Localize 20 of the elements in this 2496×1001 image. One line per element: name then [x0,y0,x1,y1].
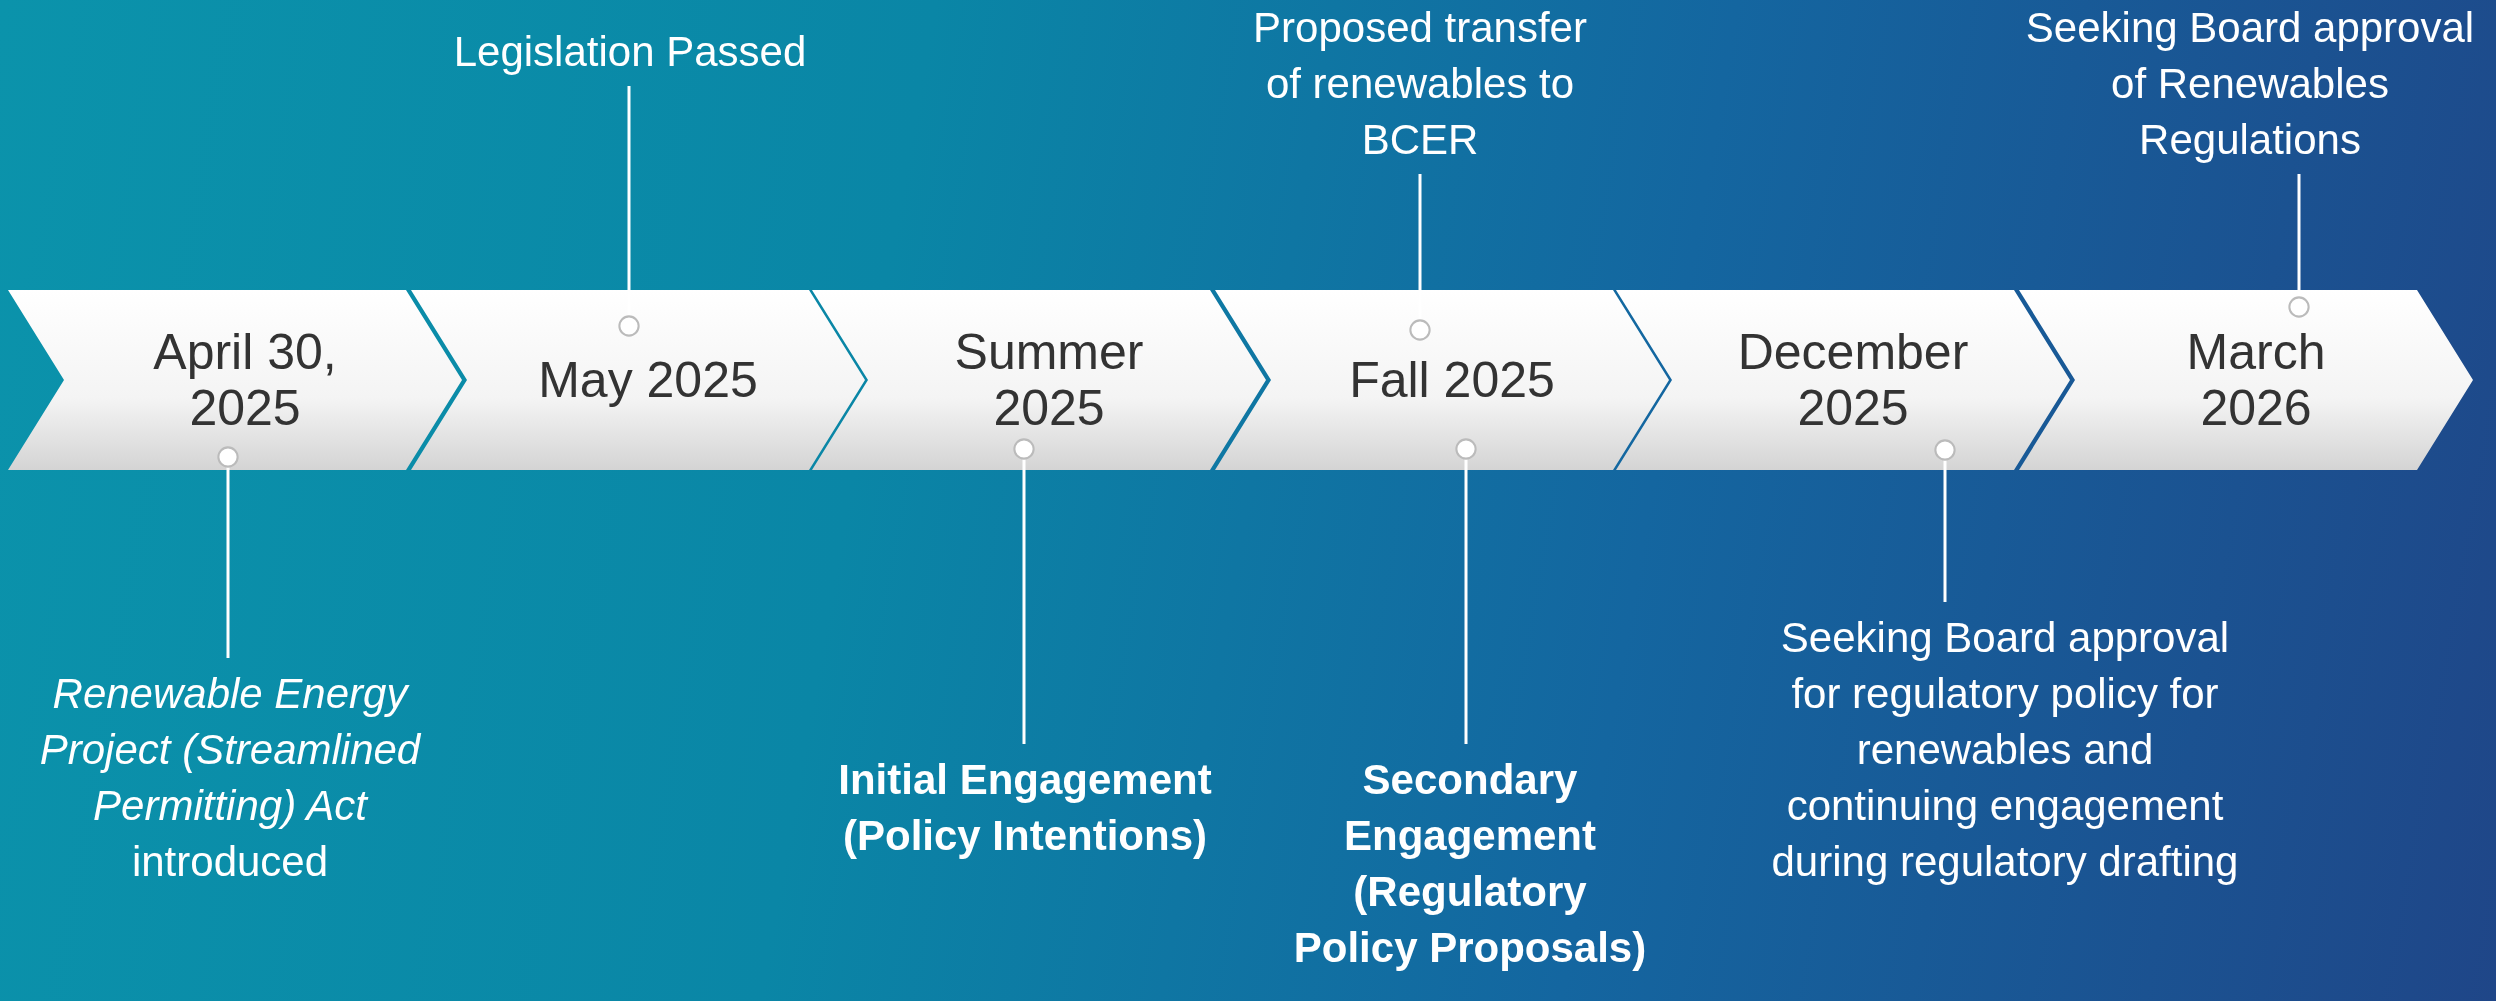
leader-line [618,86,640,337]
milestone-note: Secondary Engagement (Regulatory Policy Proposals) [1292,755,1648,973]
milestone-note: Initial Engagement (Policy Intentions) [837,755,1213,861]
milestone-note: Legislation Passed [452,27,808,77]
milestone-note: Proposed transfer of renewables to BCER [1252,3,1588,165]
leader-line [1409,174,1431,341]
date-label: April 30, 2025 [152,324,338,436]
leader-line [2288,174,2310,318]
date-label: December 2025 [1736,324,1970,436]
milestone-note: Seeking Board approval for regulatory policy for renewables and continuing engagement during regulatory drafting [1770,613,2240,887]
date-label: Fall 2025 [1348,352,1556,408]
leader-line [1455,438,1477,744]
date-label: Summer 2025 [953,324,1145,436]
leader-line [1934,439,1956,602]
date-label: March 2026 [2185,324,2327,436]
milestone-note: Renewable Energy Project (Streamlined Permitting) Act introduced [38,669,422,887]
milestone-note: Seeking Board approval of Renewables Regulations [2024,3,2476,165]
leader-line [1013,438,1035,744]
date-label: May 2025 [537,352,759,408]
leader-line [217,446,239,658]
